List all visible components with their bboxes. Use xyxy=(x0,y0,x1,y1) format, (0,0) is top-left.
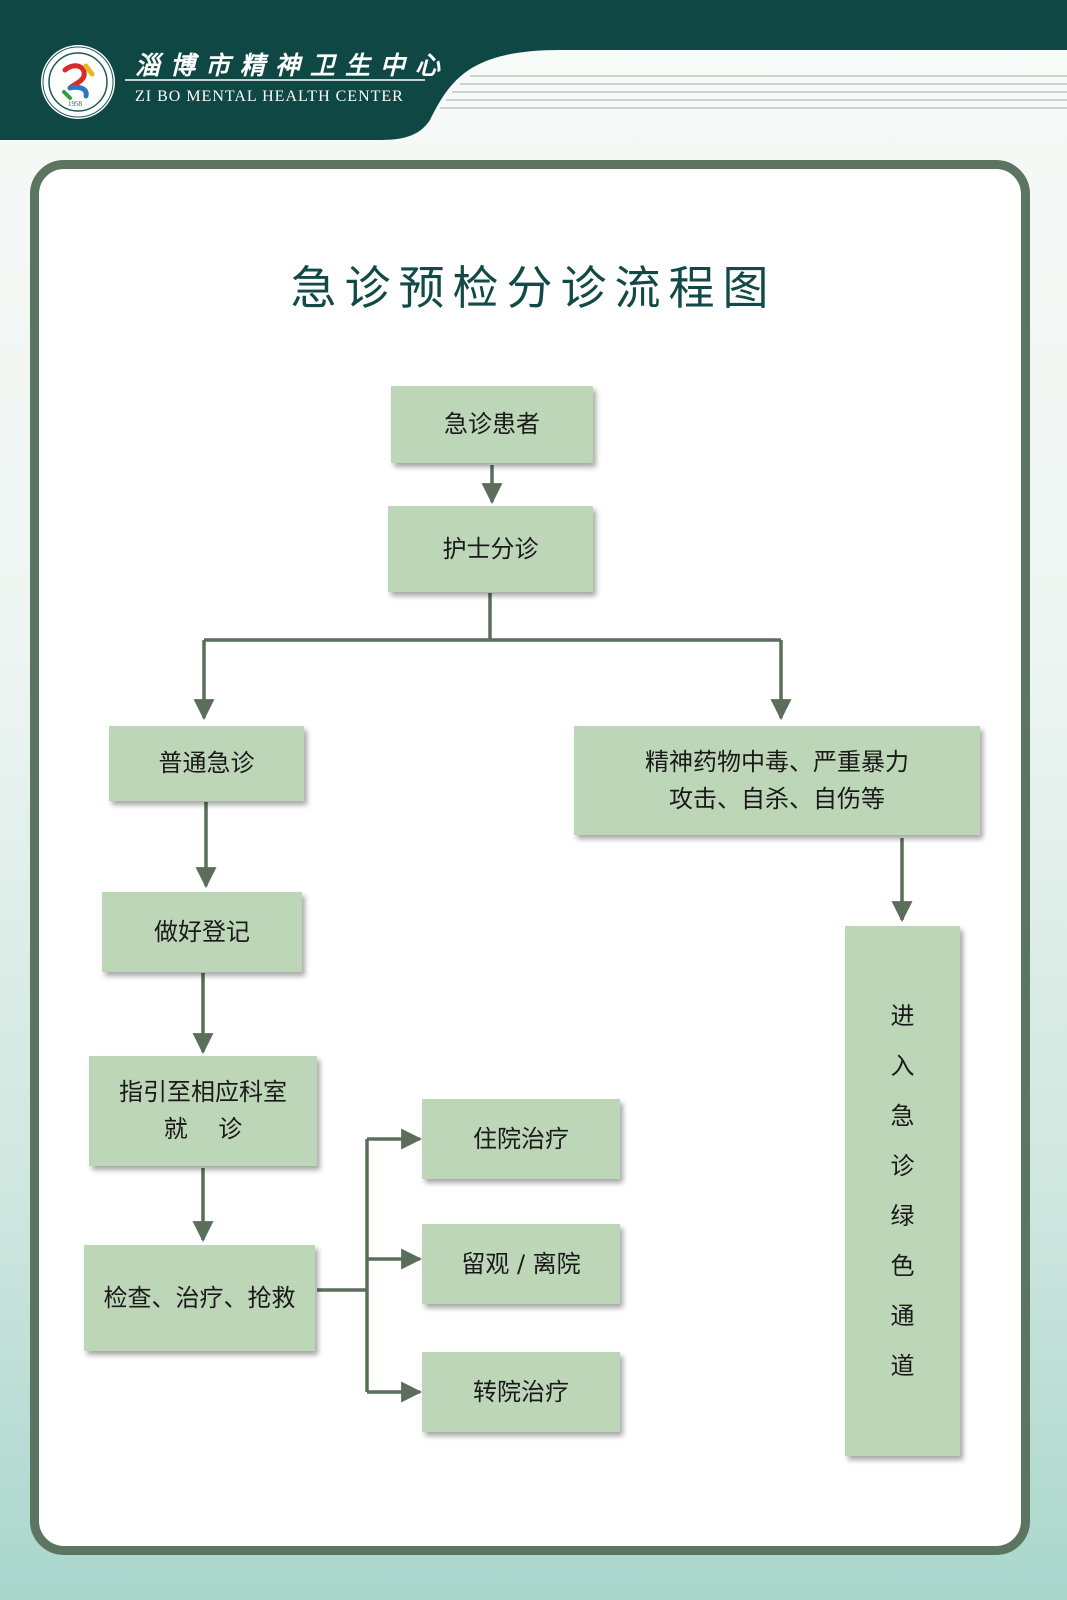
node-general-emergency: 普通急诊 xyxy=(109,726,304,801)
node-severe-cases: 精神药物中毒、严重暴力 攻击、自杀、自伤等 xyxy=(574,726,980,835)
org-name-en: ZI BO MENTAL HEALTH CENTER xyxy=(135,88,404,105)
node-nurse-triage: 护士分诊 xyxy=(388,506,593,592)
node-register: 做好登记 xyxy=(102,892,302,972)
logo-year: 1958 xyxy=(68,100,82,108)
node-transfer-treatment: 转院治疗 xyxy=(422,1352,620,1432)
node-emergency-patient: 急诊患者 xyxy=(391,386,593,463)
header-banner: 1958 淄博市精神卫生中心 ZI BO MENTAL HEALTH CENTE… xyxy=(0,0,1067,140)
node-inpatient-treatment: 住院治疗 xyxy=(422,1099,620,1179)
header-shape xyxy=(0,0,1067,140)
hospital-logo-icon: 1958 xyxy=(40,44,116,120)
node-green-channel: 进入急诊绿色通道 xyxy=(845,926,960,1456)
node-examine-treat-rescue: 检查、治疗、抢救 xyxy=(84,1245,315,1351)
org-name-cn: 淄博市精神卫生中心 xyxy=(135,51,451,80)
node-observe-discharge: 留观 / 离院 xyxy=(422,1224,620,1304)
page-title: 急诊预检分诊流程图 xyxy=(290,261,777,315)
node-guide-department: 指引至相应科室 就 诊 xyxy=(89,1056,317,1166)
